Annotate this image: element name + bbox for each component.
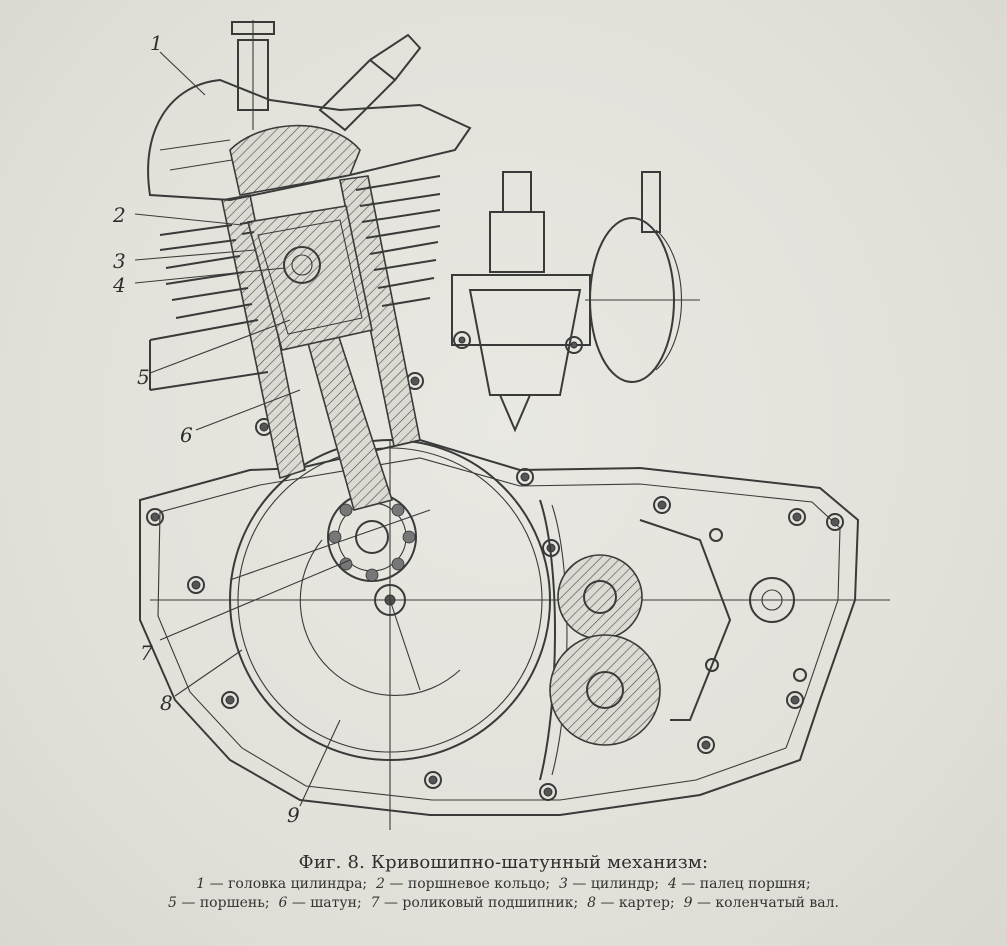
piston: [247, 205, 373, 351]
legend-num: 1: [196, 876, 206, 892]
crankcase: [139, 372, 860, 816]
legend-num: 2: [376, 876, 385, 892]
leader-lines: [134, 51, 351, 807]
piston-pin: [283, 246, 321, 284]
legend-text: — шатун;: [291, 895, 362, 911]
legend-text: — головка цилиндра;: [209, 876, 368, 892]
callout-8: 8: [160, 691, 173, 715]
legend-text: — поршневое кольцо;: [389, 876, 551, 892]
callout-1: 1: [150, 31, 163, 55]
callout-5: 5: [137, 365, 150, 389]
callout-7: 7: [140, 641, 153, 665]
legend-num: 4: [667, 876, 677, 892]
carburetor: [451, 171, 591, 433]
legend-text: — поршень;: [181, 895, 270, 911]
caption-title: Фиг. 8. Кривошипно-шатунный механизм:: [298, 852, 709, 873]
legend-num: 3: [559, 876, 568, 892]
cylinder-head: [147, 78, 472, 202]
legend-num: 5: [168, 895, 177, 911]
air-filter: [585, 171, 700, 383]
legend-text: — цилиндр;: [572, 876, 660, 892]
spark-plug: [318, 33, 422, 132]
callout-3: 3: [113, 249, 126, 273]
figure-caption: Фиг. 8. Кривошипно-шатунный механизм: 1 …: [0, 852, 1007, 911]
legend-num: 8: [587, 895, 597, 911]
callout-6: 6: [180, 423, 193, 447]
callout-2: 2: [112, 203, 126, 227]
callout-4: 4: [112, 273, 126, 297]
legend-num: 7: [370, 895, 380, 911]
legend-num: 6: [278, 895, 288, 911]
cooling-fins-left: [149, 224, 269, 391]
crank-mechanism-drawing: 1 2 3 4 5 6 7 8 9: [112, 20, 890, 830]
decompressor-valve: [231, 20, 275, 130]
callout-9: 9: [287, 803, 300, 827]
crankcase-bolts: [146, 372, 844, 801]
legend-line-1: 1 — головка цилиндра; 2 — поршневое коль…: [0, 876, 1007, 892]
cylinder: [149, 175, 441, 480]
legend-text: — картер;: [600, 895, 675, 911]
gearbox-gears: [549, 519, 795, 746]
crankshaft-flywheel: [150, 439, 890, 830]
legend-text: — палец поршня;: [681, 876, 811, 892]
legend-num: 9: [683, 895, 693, 911]
piston-ring: [239, 221, 255, 235]
cooling-fins-right: [355, 175, 441, 307]
callouts: 1 2 3 4 5 6 7 8 9: [112, 31, 300, 827]
legend-line-2: 5 — поршень; 6 — шатун; 7 — роликовый по…: [0, 895, 1007, 911]
roller-bearing: [327, 492, 417, 582]
legend-text: — коленчатый вал.: [696, 895, 839, 911]
legend-text: — роликовый подшипник;: [383, 895, 579, 911]
